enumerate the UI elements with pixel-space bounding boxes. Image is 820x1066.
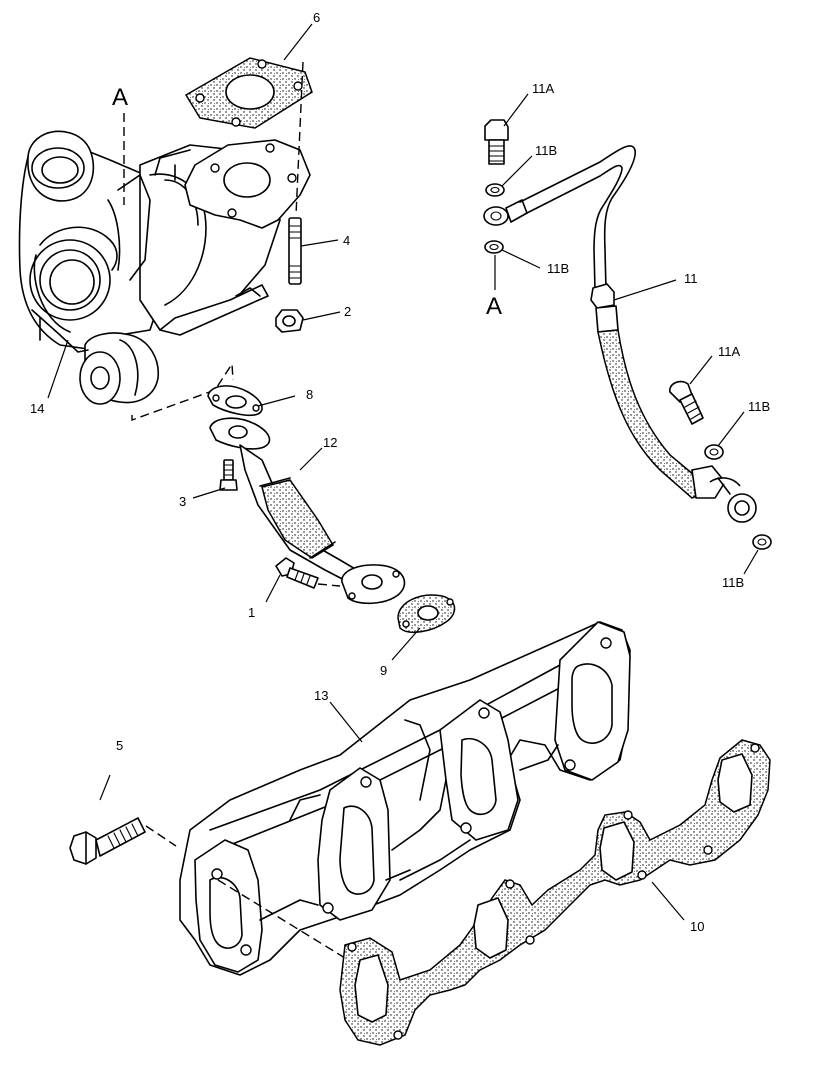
manifold-gasket-10 <box>339 739 771 1046</box>
bolt-3 <box>219 459 238 491</box>
callout-13: 13 <box>314 688 328 703</box>
manifold-bolt-5 <box>69 817 146 865</box>
callout-14: 14 <box>30 401 44 416</box>
callout-4: 4 <box>343 233 350 248</box>
callout-11a-right: 11A <box>718 344 740 359</box>
banjo-bolt-11a-right <box>669 380 704 425</box>
flange-nut-2 <box>275 309 304 333</box>
washer-11b-bottom <box>752 534 772 550</box>
callout-8: 8 <box>306 387 313 402</box>
oil-supply-tube-11 <box>483 145 757 523</box>
drain-gasket-8 <box>207 385 263 417</box>
callout-11b-bottom: 11B <box>722 575 744 590</box>
drain-gasket-9 <box>397 594 456 634</box>
turbocharger <box>18 130 311 405</box>
bolt-1 <box>275 557 319 589</box>
callout-11a-top: 11A <box>532 81 554 96</box>
stud-4 <box>288 217 302 285</box>
washer-11b-top <box>485 183 505 197</box>
callout-10: 10 <box>690 919 704 934</box>
callout-3: 3 <box>179 494 186 509</box>
callout-11b-mid: 11B <box>547 261 569 276</box>
callout-11: 11 <box>684 271 698 286</box>
callout-12: 12 <box>323 435 337 450</box>
drain-tube-12 <box>209 417 406 605</box>
callout-2: 2 <box>344 304 351 319</box>
reference-marker-a-turbo: A <box>112 84 128 111</box>
exhaust-manifold-13 <box>179 621 631 976</box>
callout-6: 6 <box>313 10 320 25</box>
callout-5: 5 <box>116 738 123 753</box>
reference-marker-a-line: A <box>486 293 502 320</box>
washer-11b-mid <box>484 240 504 254</box>
callout-1: 1 <box>248 605 255 620</box>
banjo-bolt-11a-top <box>484 119 509 165</box>
callout-11b-top: 11B <box>535 143 557 158</box>
callout-9: 9 <box>380 663 387 678</box>
callout-11b-right: 11B <box>748 399 770 414</box>
washer-11b-right <box>704 444 724 460</box>
turbo-flange-gasket <box>184 57 313 129</box>
